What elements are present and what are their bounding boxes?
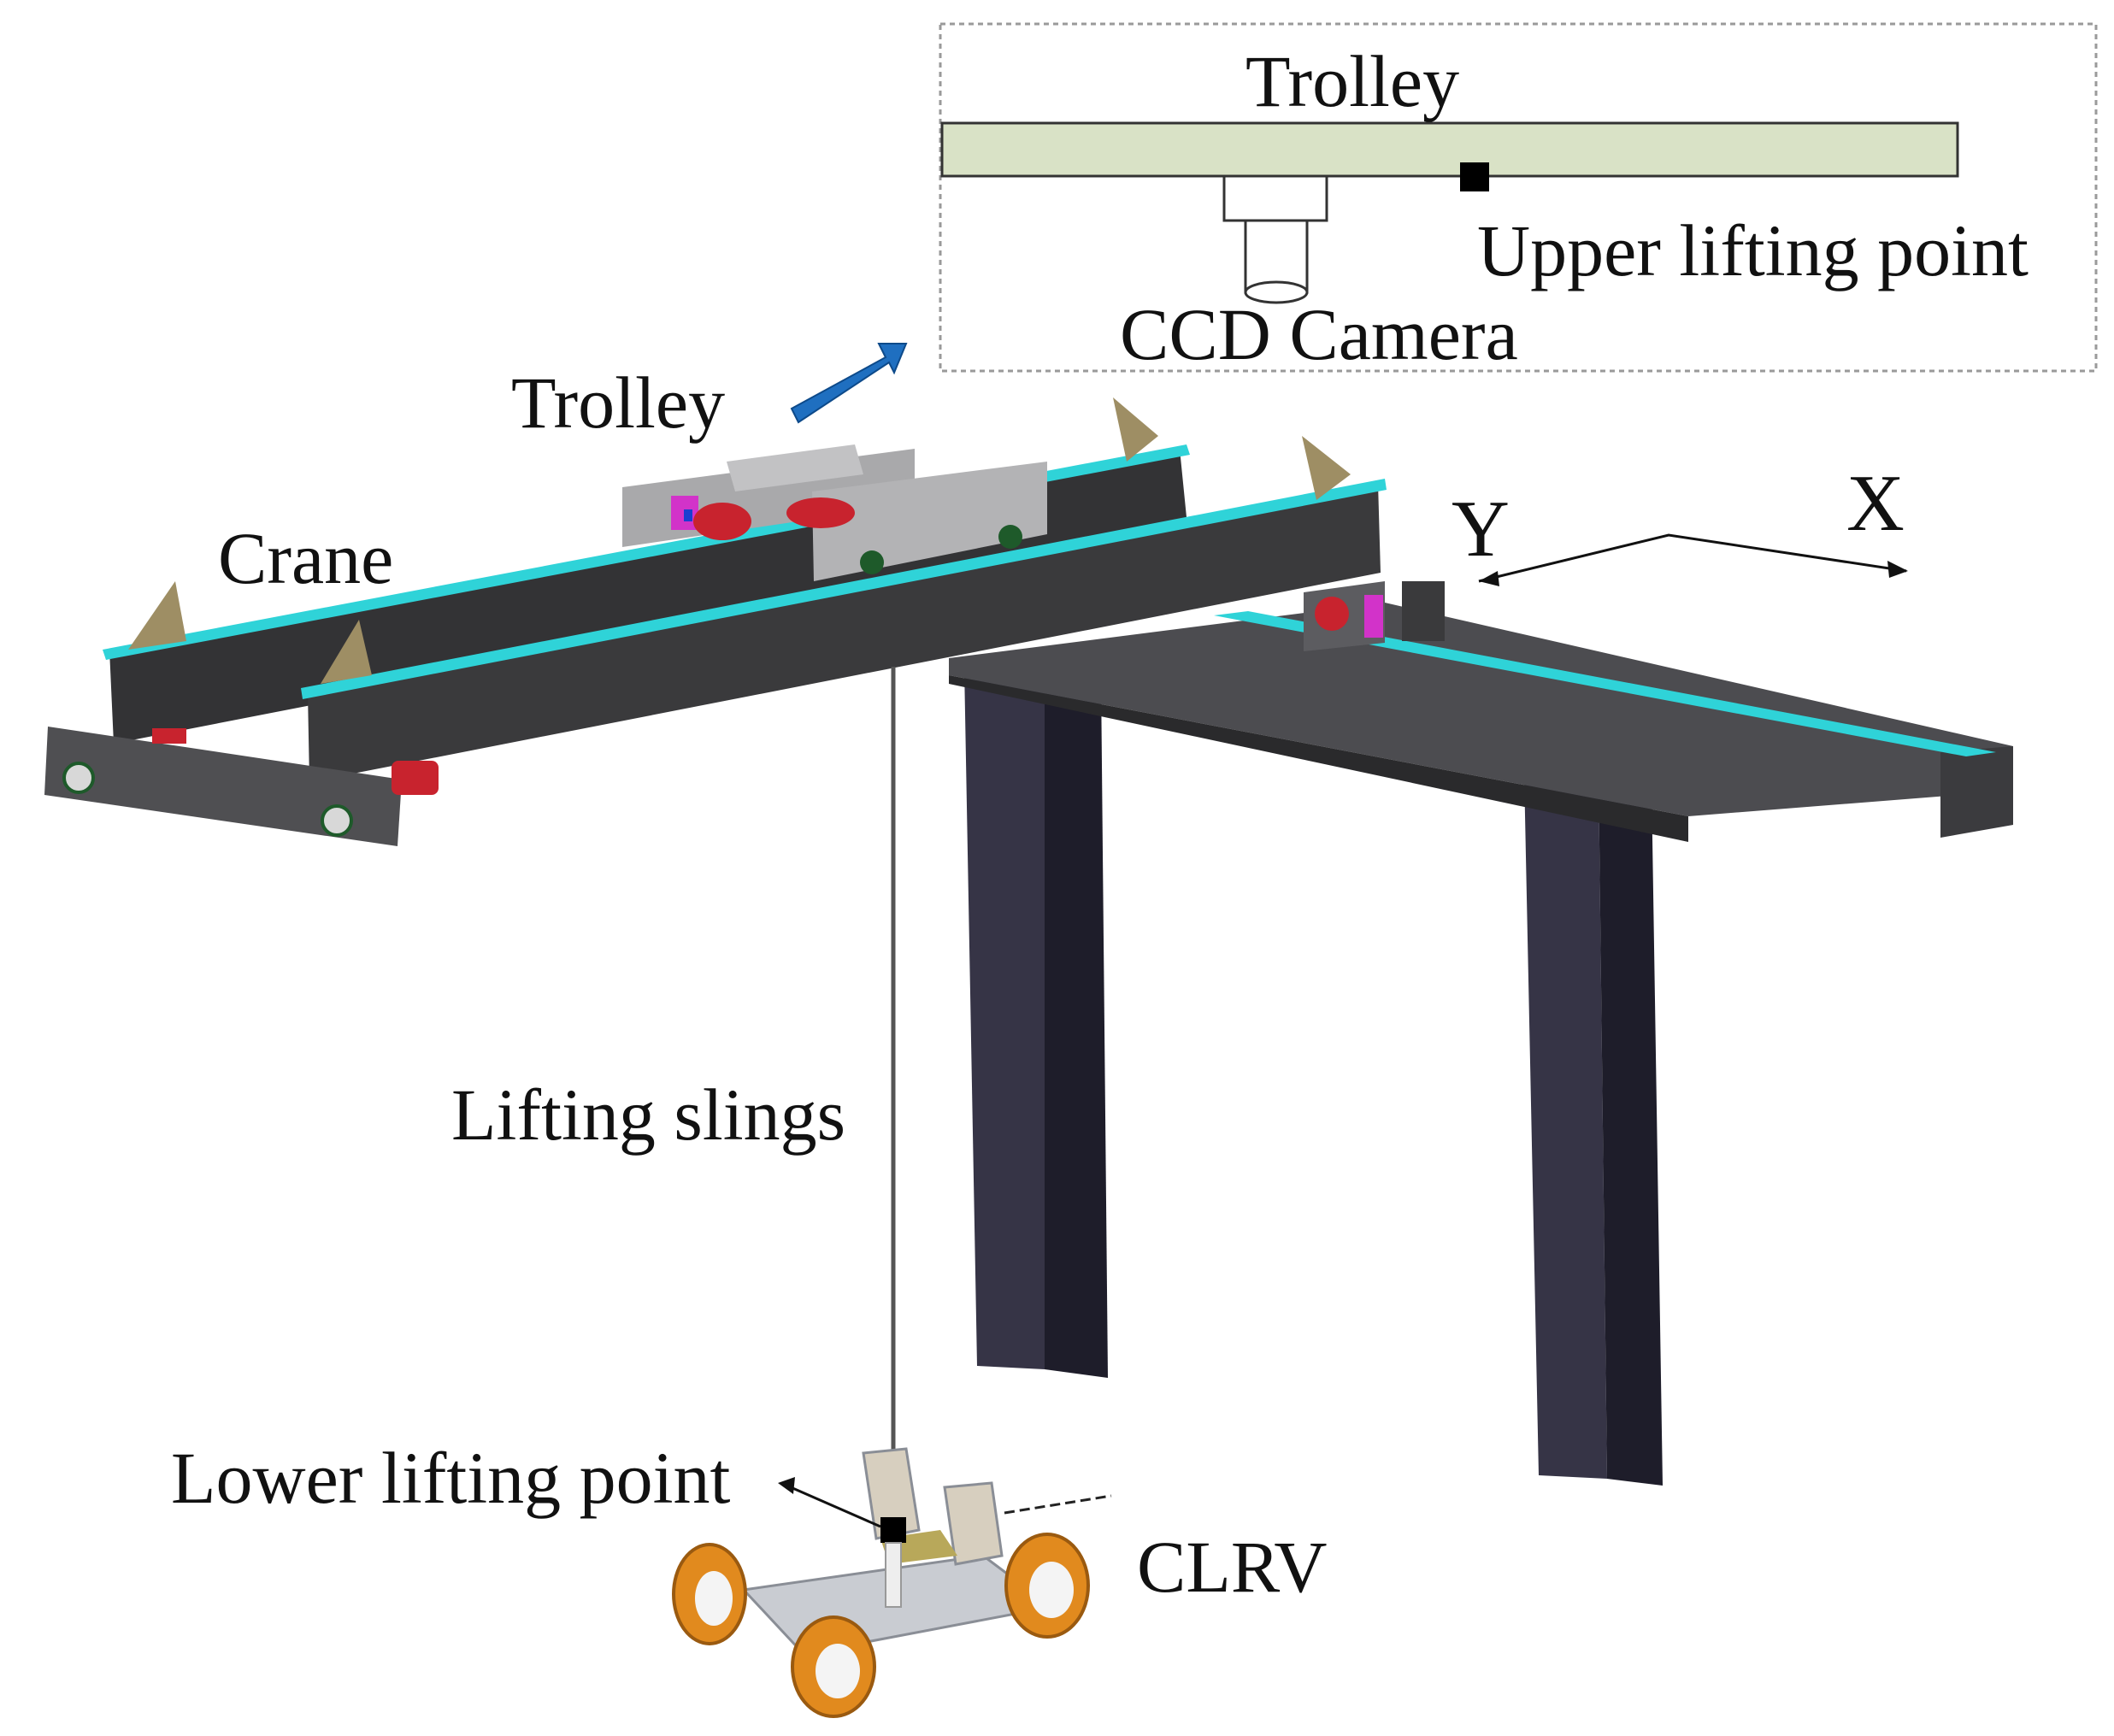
upper-lifting-point-label: Upper lifting point <box>1477 209 2029 291</box>
rover-mast <box>885 1542 902 1608</box>
inset-border <box>939 22 2098 373</box>
crane-girder-front <box>308 483 1381 782</box>
inset-panel: Trolley Upper lifting point CCD Camera <box>939 22 2098 375</box>
rover-hub <box>1029 1562 1074 1618</box>
ccd-camera-label: CCD Camera <box>1120 293 1518 375</box>
inset-trolley-bar <box>940 121 1959 178</box>
crane-end-carriage <box>44 727 402 846</box>
rover-axis-line <box>1004 1494 1112 1515</box>
trolley-model <box>622 444 1047 581</box>
end-carriage-wheel-icon <box>321 804 353 837</box>
clrv-label: CLRV <box>1137 1526 1327 1608</box>
girder-bracket-icon <box>1113 397 1158 462</box>
runway-motor-coupler <box>1364 595 1383 638</box>
trolley-deck <box>727 444 863 491</box>
trolley-wheel-icon <box>998 525 1022 549</box>
runway-beam-top <box>949 603 2013 816</box>
runway-beam-edge <box>949 675 1688 842</box>
runway-rail-cyan <box>1214 611 1996 756</box>
pillar-left-side <box>1045 667 1108 1378</box>
axis-y-label: Y <box>1452 485 1510 574</box>
pointer-arrowhead <box>778 1477 795 1494</box>
pillar-right-front <box>1524 774 1607 1479</box>
rover-seat-back <box>862 1447 921 1540</box>
lifting-slings-label: Lifting slings <box>451 1074 845 1156</box>
pillar-right-side <box>1599 774 1663 1486</box>
inset-camera-mount <box>1222 174 1328 222</box>
clrv-rover-model <box>672 1447 1112 1718</box>
xy-axis-arrows-icon: Y X <box>1452 459 1908 586</box>
girder-bracket-icon <box>321 620 372 684</box>
blue-pointer-arrow-icon <box>790 343 908 424</box>
runway-beam-end <box>1940 746 2013 838</box>
trolley-wheel-icon <box>860 550 884 574</box>
inset-trolley-label: Trolley <box>1245 40 1459 122</box>
axis-y-arrowhead <box>1479 571 1499 586</box>
lower-lifting-point-pointer <box>790 1486 881 1528</box>
axis-x-arrowhead <box>1887 561 1908 578</box>
pillar-left-front <box>964 667 1045 1369</box>
girder-bracket-icon <box>1302 436 1351 500</box>
trolley-blue-part <box>684 509 692 521</box>
trolley-motor-icon <box>693 503 751 540</box>
trolley-label: Trolley <box>511 362 725 444</box>
rover-hub <box>816 1644 860 1698</box>
axis-lines <box>1478 533 1907 583</box>
rover-hub <box>695 1571 733 1626</box>
end-carriage-motor-icon <box>152 728 186 744</box>
end-carriage-wheel-icon <box>62 762 95 794</box>
runway-beam <box>949 581 2013 842</box>
ccd-camera-lens-icon <box>1244 280 1309 304</box>
runway-motor-icon <box>1315 597 1349 631</box>
girder-bracket-icon <box>128 581 186 650</box>
crane-label: Crane <box>218 517 393 599</box>
crane-girder-front-rail <box>301 479 1387 699</box>
end-carriage-motor-icon <box>392 761 439 795</box>
runway-end-block <box>1402 581 1445 641</box>
axis-x-label: X <box>1846 459 1905 548</box>
lower-lifting-point-marker <box>880 1517 906 1543</box>
rover-seat-back <box>943 1481 1004 1566</box>
crane-girders <box>44 397 1387 846</box>
upper-lifting-point-marker <box>1460 162 1489 191</box>
trolley-motor-icon <box>786 497 855 528</box>
lower-lifting-point-label: Lower lifting point <box>171 1437 731 1519</box>
support-pillars <box>964 667 1663 1486</box>
